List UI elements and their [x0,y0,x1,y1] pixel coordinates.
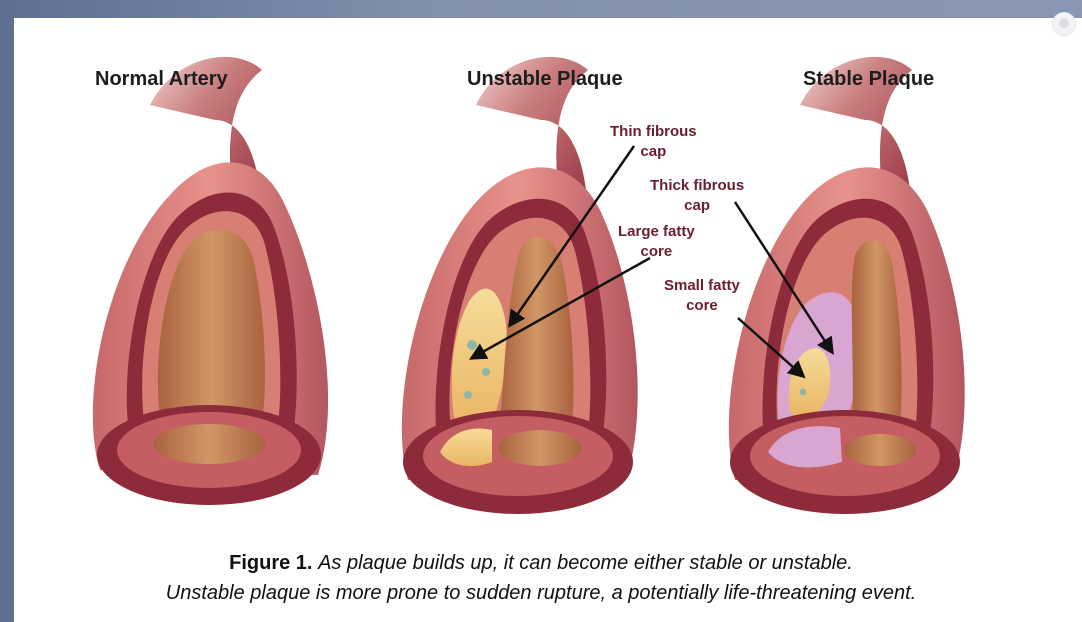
label-line: Small fatty [664,276,740,296]
label-line: Thick fibrous [650,176,744,196]
small-fatty-core-label: Small fatty core [664,276,740,316]
thin-fibrous-cap-label: Thin fibrous cap [610,122,697,162]
stable-plaque-illustration [729,57,965,514]
stable-core-crystal [800,389,807,396]
unstable-core-crystal [464,391,472,399]
thick-fibrous-cap-label: Thick fibrous cap [650,176,744,216]
caption-text-2: Unstable plaque is more prone to sudden … [166,582,916,604]
figure-caption-line-1: Figure 1. As plaque builds up, it can be… [0,552,1082,575]
unstable-cut-lumen [498,430,582,466]
figure-caption-line-2: Unstable plaque is more prone to sudden … [0,582,1082,605]
label-line: cap [610,142,697,162]
label-line: core [664,296,740,316]
label-line: Large fatty [618,222,695,242]
normal-artery-cut-lumen [153,424,265,464]
label-line: cap [650,196,744,216]
figure-number: Figure 1. [229,552,312,574]
normal-artery-title: Normal Artery [95,68,228,91]
label-line: core [618,242,695,262]
unstable-plaque-title: Unstable Plaque [467,68,623,91]
unstable-core-crystal [467,340,477,350]
stable-cut-lumen [844,434,916,466]
label-line: Thin fibrous [610,122,697,142]
caption-text-1: As plaque builds up, it can become eithe… [318,552,853,574]
unstable-core-crystal [482,368,490,376]
stable-plaque-title: Stable Plaque [803,68,934,91]
large-fatty-core-label: Large fatty core [618,222,695,262]
normal-artery-illustration [93,57,328,505]
